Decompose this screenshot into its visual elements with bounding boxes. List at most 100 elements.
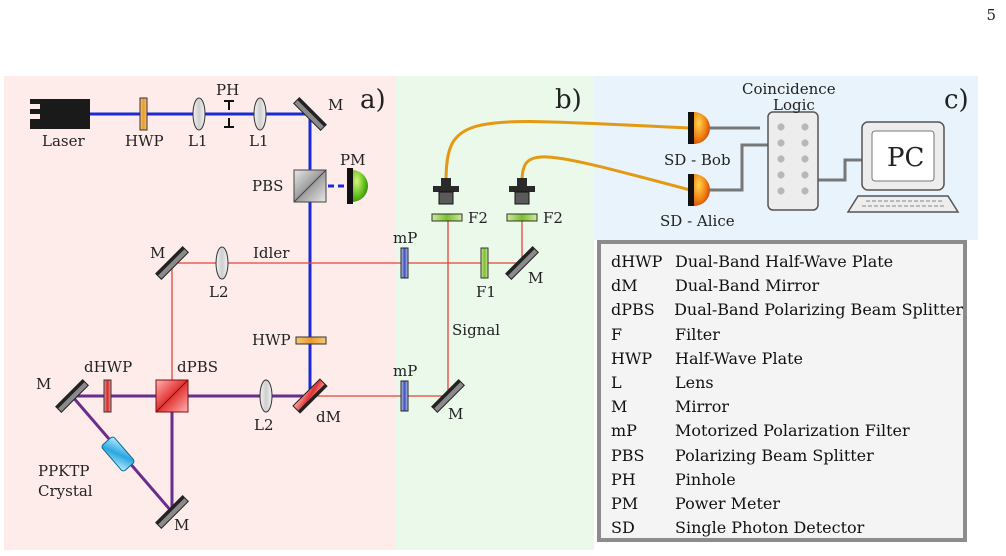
legend-row: dM Dual-Band Mirror [611,274,963,298]
pm-label: PM [340,151,365,169]
filter-icon [480,247,489,279]
coincidence-logic-icon [767,111,819,211]
legend-row: mP Motorized Polarization Filter [611,419,963,443]
l1-left-label: L1 [188,132,208,150]
legend-description: Dual-Band Mirror [675,276,820,296]
pinhole-icon [224,100,234,128]
fiber-coupler-icon [509,178,535,205]
computer-icon [846,121,960,213]
ppktp-crystal-icon [101,436,135,472]
legend-description: Motorized Polarization Filter [675,421,910,441]
mp-top-label: mP [393,229,417,247]
f1-label: F1 [476,283,496,301]
lens-icon [215,246,229,280]
f2-left-label: F2 [468,209,488,227]
m-idler-left-label: M [150,244,165,262]
hwp-top-label: HWP [125,132,164,150]
legend-abbreviation: dHWP [611,252,663,271]
sd-bob-label: SD - Bob [664,151,731,169]
legend-row: PH Pinhole [611,468,963,492]
legend-description: Filter [675,324,720,344]
dual-band-half-wave-plate-icon [103,379,112,413]
pbs-label: PBS [252,177,283,195]
fiber-coupler-icon [433,178,459,205]
coincidence-label-line1: Coincidence [742,80,836,98]
dual-band-mirror-icon [292,378,328,414]
mirror-icon [155,246,189,280]
mirror-icon [293,97,327,131]
dhwp-label: dHWP [84,358,132,376]
hwp-mid-label: HWP [252,331,291,349]
single-photon-detector-alice-icon [688,174,710,206]
mirror-icon [155,495,189,529]
ppktp-label-line2: Crystal [38,482,93,500]
legend-abbreviation: PM [611,494,639,514]
panel-b-background [396,76,594,550]
beam-splitter-icon [293,169,327,203]
legend-description: Dual-Band Half-Wave Plate [675,252,894,271]
m-bottom-label: M [174,516,189,534]
l2-bottom-label: L2 [254,416,274,434]
fiber-alice [520,155,691,192]
half-wave-plate-icon [295,336,327,345]
l1-right-label: L1 [249,132,269,150]
dual-band-beam-splitter-icon [155,379,189,413]
mirror-icon [431,379,465,413]
cable-pc [818,158,862,182]
coincidence-label-line2: Logic [773,96,815,114]
legend-description: Pinhole [675,469,736,489]
legend-box: dHWP Dual-Band Half-Wave Plate dM Dual-Band… [597,240,967,542]
legend-abbreviation: L [611,373,622,393]
legend-row: HWP Half-Wave Plate [611,347,963,371]
laser-icon [30,99,90,129]
dm-label: dM [316,408,341,426]
legend-abbreviation: HWP [611,348,653,368]
l2-top-label: L2 [209,283,229,301]
page-number: 5 [986,6,996,24]
ppktp-label-line1: PPKTP [38,462,90,480]
mirror-icon [505,246,539,280]
m-top-label: M [328,96,343,114]
legend-row: dPBS Dual-Band Polarizing Beam Splitter [611,298,963,322]
legend-description: Half-Wave Plate [675,348,803,368]
filter-icon [506,213,538,222]
legend-abbreviation: mP [611,421,637,441]
single-photon-detector-bob-icon [688,112,710,144]
legend-description: Dual-Band Polarizing Beam Splitter [674,300,963,320]
lens-icon [253,97,267,131]
legend-abbreviation: PBS [611,445,645,465]
signal-label: Signal [452,321,500,339]
mp-bottom-label: mP [393,362,417,380]
filter-icon [431,213,463,222]
legend-abbreviation: F [611,324,623,344]
m-signal-label: M [448,405,463,423]
dpbs-label: dPBS [177,358,218,376]
m-left-label: M [36,375,51,393]
legend-abbreviation: SD [611,518,635,538]
legend-row: SD Single Photon Detector [611,516,963,540]
legend-abbreviation: dPBS [611,300,655,320]
lens-icon [259,379,273,413]
motorized-polarizer-icon [400,380,409,412]
lens-icon [192,97,206,131]
cable-alice [710,143,770,192]
ph-label: PH [216,81,239,99]
legend-row: F Filter [611,323,963,347]
legend-description: Lens [675,373,714,393]
legend-description: Single Photon Detector [675,518,865,538]
legend-description: Power Meter [675,494,781,514]
motorized-polarizer-icon [400,247,409,279]
legend-row: PBS Polarizing Beam Splitter [611,444,963,468]
pc-label: PC [887,143,924,173]
legend-abbreviation: dM [611,276,638,296]
power-meter-icon [347,168,368,204]
legend-description: Mirror [675,397,730,417]
legend-row: PM Power Meter [611,492,963,516]
legend-abbreviation: PH [611,469,636,489]
idler-label: Idler [253,244,290,262]
fiber-bob [444,120,691,183]
legend-description: Polarizing Beam Splitter [675,445,874,465]
panel-b-label: b) [555,85,582,115]
